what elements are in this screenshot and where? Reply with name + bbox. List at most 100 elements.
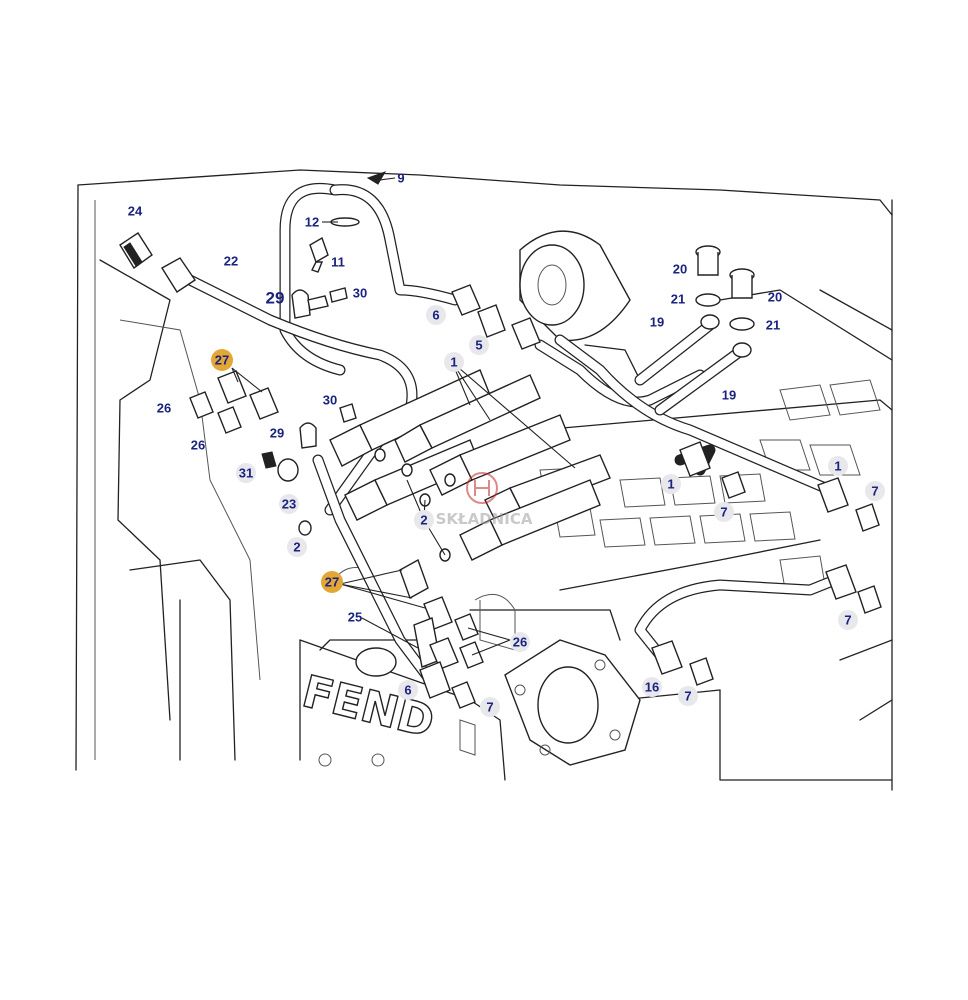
- label-badge: [642, 677, 662, 697]
- callout-number: 19: [722, 388, 736, 403]
- callout-l20b: 20: [768, 290, 782, 305]
- adapters-26-upper: [189, 391, 242, 434]
- nut-31: [261, 451, 277, 469]
- callout-l2a: 2: [414, 510, 434, 530]
- callout-l11: 11: [331, 255, 345, 270]
- banjo-eye-19b: [732, 342, 752, 358]
- fitting-5: [477, 304, 506, 338]
- callout-number: 7: [486, 700, 493, 715]
- callout-l21a: 21: [671, 292, 685, 307]
- callout-number: 20: [673, 262, 687, 277]
- label-badge: [287, 537, 307, 557]
- callout-number: 25: [348, 610, 362, 625]
- callout-l29b: 29: [270, 426, 284, 441]
- callout-number: 30: [353, 286, 367, 301]
- callout-l2b: 2: [287, 537, 307, 557]
- callout-number: 26: [191, 438, 205, 453]
- callout-l21b: 21: [766, 318, 780, 333]
- label-badge: [661, 474, 681, 494]
- housing-cylinder: [519, 230, 631, 342]
- nut-1: [817, 477, 849, 513]
- callout-l26a: 26: [157, 401, 171, 416]
- callout-number: 1: [450, 355, 457, 370]
- callout-l1c: 1: [828, 456, 848, 476]
- label-badge: [480, 697, 500, 717]
- label-badge: [279, 494, 299, 514]
- callout-number: 26: [513, 635, 527, 650]
- highlight-badge: [211, 349, 233, 371]
- label-badge: [865, 481, 885, 501]
- seal-ring-23: [277, 458, 299, 482]
- callout-l7c: 7: [838, 610, 858, 630]
- callout-number: 23: [282, 497, 296, 512]
- label-badge: [426, 305, 446, 325]
- fittings-27-upper: [217, 370, 279, 420]
- clamp-29: [299, 422, 317, 449]
- adapter-7: [721, 471, 746, 499]
- callout-l22: 22: [224, 254, 238, 269]
- callout-number: 30: [323, 393, 337, 408]
- callout-l6a: 6: [426, 305, 446, 325]
- housing-left-boss: [318, 647, 476, 767]
- callout-l1a: 1: [444, 352, 464, 372]
- adapter-7: [855, 503, 880, 532]
- callout-number: 31: [239, 466, 253, 481]
- callout-number: 21: [671, 292, 685, 307]
- banjo-bolt-20b: [729, 268, 755, 331]
- callout-number: 21: [766, 318, 780, 333]
- label-badge: [828, 456, 848, 476]
- callout-number: 22: [224, 254, 238, 269]
- label-badge: [469, 335, 489, 355]
- callout-l7e: 7: [678, 686, 698, 706]
- nut-1: [679, 441, 711, 477]
- callout-number: 9: [397, 171, 404, 186]
- banjo-bolt-20a: [695, 245, 721, 307]
- callout-l9: 9: [397, 171, 404, 186]
- hydraulic-pipes: [174, 182, 841, 686]
- label-badge: [714, 502, 734, 522]
- clamp-9: [366, 171, 387, 185]
- fittings-lower-left: [399, 558, 484, 709]
- hose-1b: [394, 374, 541, 463]
- callout-l12: 12: [305, 215, 319, 230]
- callout-l7a: 7: [714, 502, 734, 522]
- callout-l5: 5: [469, 335, 489, 355]
- callout-number: 12: [305, 215, 319, 230]
- banjo-eye-19a: [700, 314, 720, 330]
- callout-l30b: 30: [323, 393, 337, 408]
- callout-number: 11: [331, 255, 345, 270]
- callout-l26c: 26: [510, 632, 530, 652]
- nut-16-top: [825, 564, 857, 600]
- bolt-30: [339, 403, 357, 423]
- callout-number: 1: [834, 459, 841, 474]
- callout-l26b: 26: [191, 438, 205, 453]
- fittings: [119, 171, 882, 709]
- callout-number: 7: [720, 505, 727, 520]
- callout-number: 7: [844, 613, 851, 628]
- label-badge: [678, 686, 698, 706]
- nut-16: [651, 640, 683, 675]
- callout-l6b: 6: [398, 680, 418, 700]
- callout-l25: 25: [348, 610, 362, 625]
- callout-number: 1: [667, 477, 674, 492]
- label-badge: [838, 610, 858, 630]
- housing-port-plate: [504, 639, 641, 766]
- label-badge: [510, 632, 530, 652]
- transmission-housing: FEND: [75, 169, 893, 791]
- callout-number: 7: [871, 484, 878, 499]
- highlight-badge: [321, 571, 343, 593]
- callout-l31: 31: [236, 463, 256, 483]
- hose-1a: [329, 369, 491, 467]
- callout-number: 27: [215, 353, 229, 368]
- callout-number: 6: [432, 308, 439, 323]
- callout-number: 19: [650, 315, 664, 330]
- callout-l19b: 19: [722, 388, 736, 403]
- callout-l7b: 7: [865, 481, 885, 501]
- o-ring: [374, 448, 386, 462]
- o-ring: [444, 473, 456, 487]
- callout-number: 20: [768, 290, 782, 305]
- adapter-7: [857, 585, 882, 614]
- callout-l7d: 7: [480, 697, 500, 717]
